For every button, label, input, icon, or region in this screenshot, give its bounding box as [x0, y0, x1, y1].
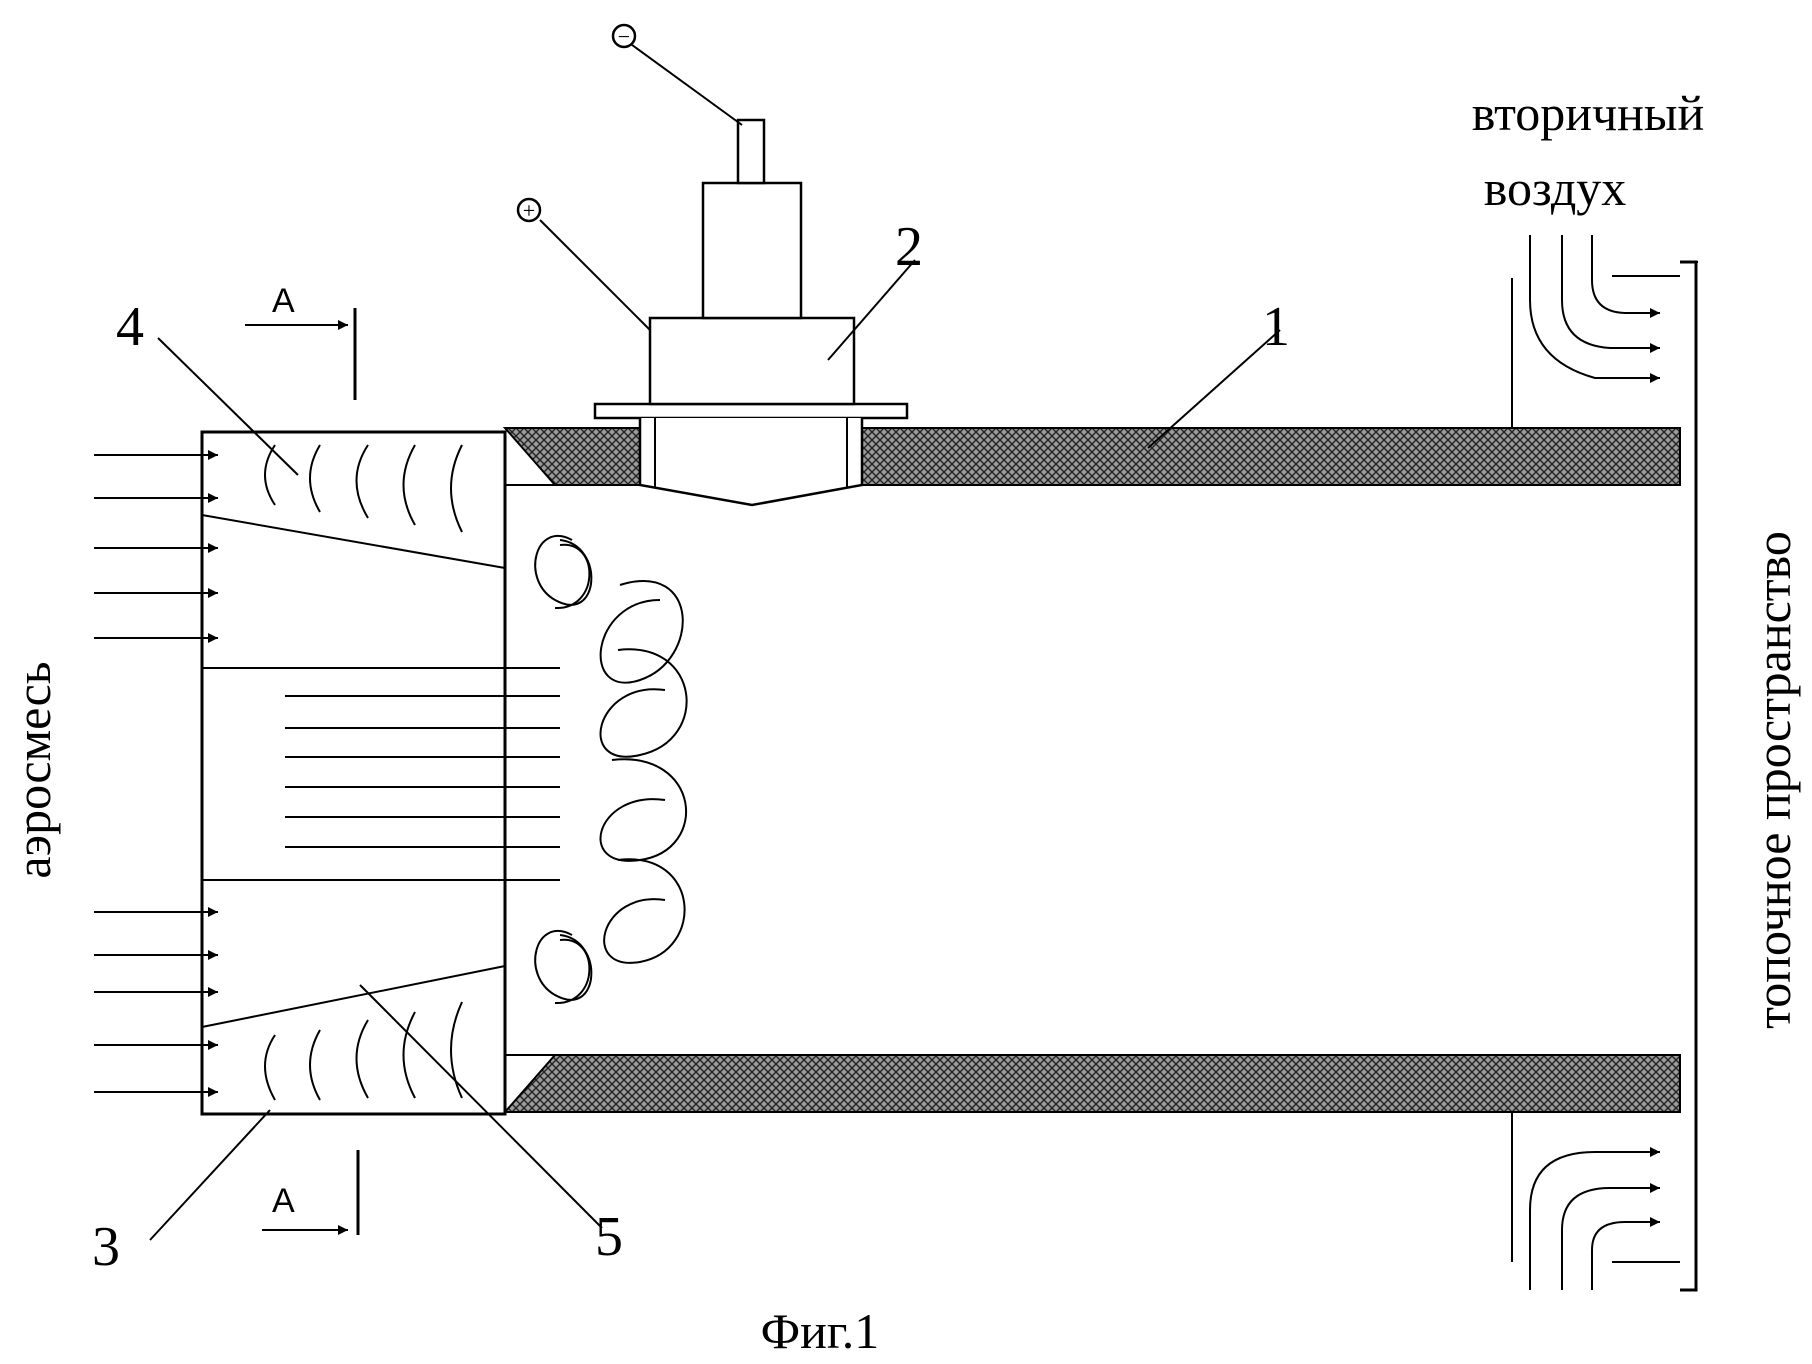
secondary-air-label-line2: воздух — [1484, 160, 1627, 216]
section-mark-bottom: A — [262, 1150, 358, 1235]
label-1: 1 — [1262, 296, 1290, 358]
plus-symbol: + — [523, 198, 535, 223]
secondary-air-bottom — [1512, 1112, 1680, 1290]
minus-lead — [628, 42, 742, 125]
section-label-bottom: A — [272, 1182, 295, 1220]
aeromix-label: аэросмесь — [5, 661, 61, 878]
plus-lead — [540, 220, 650, 330]
furnace-space-label: топочное пространство — [1745, 531, 1801, 1029]
figure-caption: Фиг.1 — [761, 1303, 880, 1359]
igniter-body — [650, 318, 854, 404]
igniter-cap — [703, 183, 801, 318]
section-mark-top: A — [245, 282, 355, 400]
swirl-arcs-top — [265, 445, 462, 532]
burner-tube — [505, 428, 1680, 1112]
igniter-flange — [595, 404, 907, 418]
igniter-nozzle — [640, 418, 862, 505]
furnace-wall — [1680, 262, 1696, 1290]
section-label-top: A — [272, 282, 295, 320]
label-4: 4 — [116, 296, 144, 358]
secondary-air-label-line1: вторичный — [1472, 85, 1705, 141]
vortex-loops — [535, 536, 686, 1003]
tube-wall-top — [505, 428, 640, 485]
tube-wall-top-main — [862, 428, 1680, 485]
central-flow-lines — [285, 696, 560, 847]
secondary-air-top — [1512, 235, 1680, 428]
minus-symbol: − — [618, 24, 630, 49]
swirler-housing — [202, 432, 560, 1114]
label-3: 3 — [92, 1216, 120, 1278]
aeromix-inlet-arrows — [94, 455, 218, 1092]
tube-wall-bottom — [505, 1055, 1680, 1112]
swirl-arcs-bottom — [265, 1002, 462, 1100]
electrode-rod — [738, 120, 764, 183]
label-2: 2 — [895, 216, 923, 278]
leader-3 — [150, 1110, 270, 1240]
label-5: 5 — [595, 1206, 623, 1268]
